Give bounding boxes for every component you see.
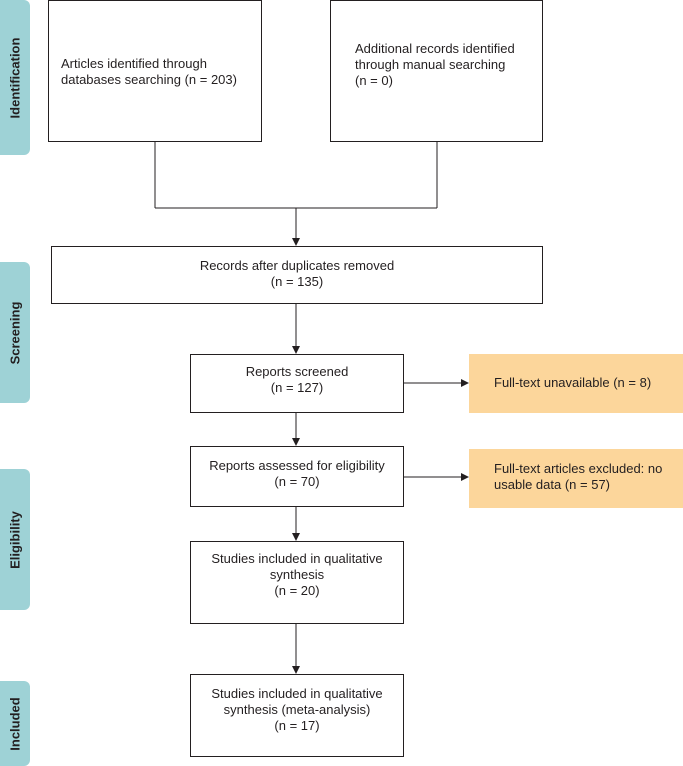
box-text-line: databases searching (n = 203): [61, 72, 237, 87]
box-manual-searching: Additional records identified through ma…: [330, 0, 543, 142]
box-text-line: through manual searching: [355, 57, 506, 72]
box-reports-screened: Reports screened (n = 127): [190, 354, 404, 413]
stage-tab-identification: Identification: [0, 0, 30, 155]
stage-tab-eligibility: Eligibility: [0, 469, 30, 610]
box-reports-assessed: Reports assessed for eligibility (n = 70…: [190, 446, 404, 507]
box-text-line: Reports screened: [245, 364, 349, 379]
box-text-line: (n = 135): [270, 274, 324, 289]
box-text-line: Reports assessed for eligibility: [209, 458, 385, 473]
box-fulltext-excluded: Full-text articles excluded: no usable d…: [469, 449, 683, 508]
stage-tab-included: Included: [0, 681, 30, 766]
box-text-line: usable data (n = 57): [494, 477, 610, 492]
box-text-line: Studies included in qualitative: [211, 551, 383, 566]
box-meta-analysis: Studies included in qualitative synthesi…: [190, 674, 404, 757]
box-text-line: Full-text unavailable (n = 8): [494, 375, 652, 390]
box-text-line: synthesis (meta-analysis): [223, 702, 371, 717]
box-text-line: (n = 0): [355, 73, 393, 88]
stage-tab-screening: Screening: [0, 262, 30, 403]
box-qualitative-synthesis: Studies included in qualitative synthesi…: [190, 541, 404, 624]
box-text-line: Additional records identified: [355, 41, 515, 56]
box-text-line: Studies included in qualitative: [211, 686, 383, 701]
box-databases-searching: Articles identified through databases se…: [48, 0, 262, 142]
box-duplicates-removed: Records after duplicates removed (n = 13…: [51, 246, 543, 304]
box-text-line: Full-text articles excluded: no: [494, 461, 663, 476]
box-text-line: (n = 127): [270, 380, 324, 395]
box-text-line: (n = 20): [274, 583, 320, 598]
box-text-line: (n = 70): [274, 474, 320, 489]
box-fulltext-unavailable: Full-text unavailable (n = 8): [469, 354, 683, 413]
box-text-line: synthesis: [269, 567, 325, 582]
box-text-line: Articles identified through: [61, 56, 207, 71]
box-text-line: (n = 17): [274, 718, 320, 733]
box-text-line: Records after duplicates removed: [199, 258, 395, 273]
